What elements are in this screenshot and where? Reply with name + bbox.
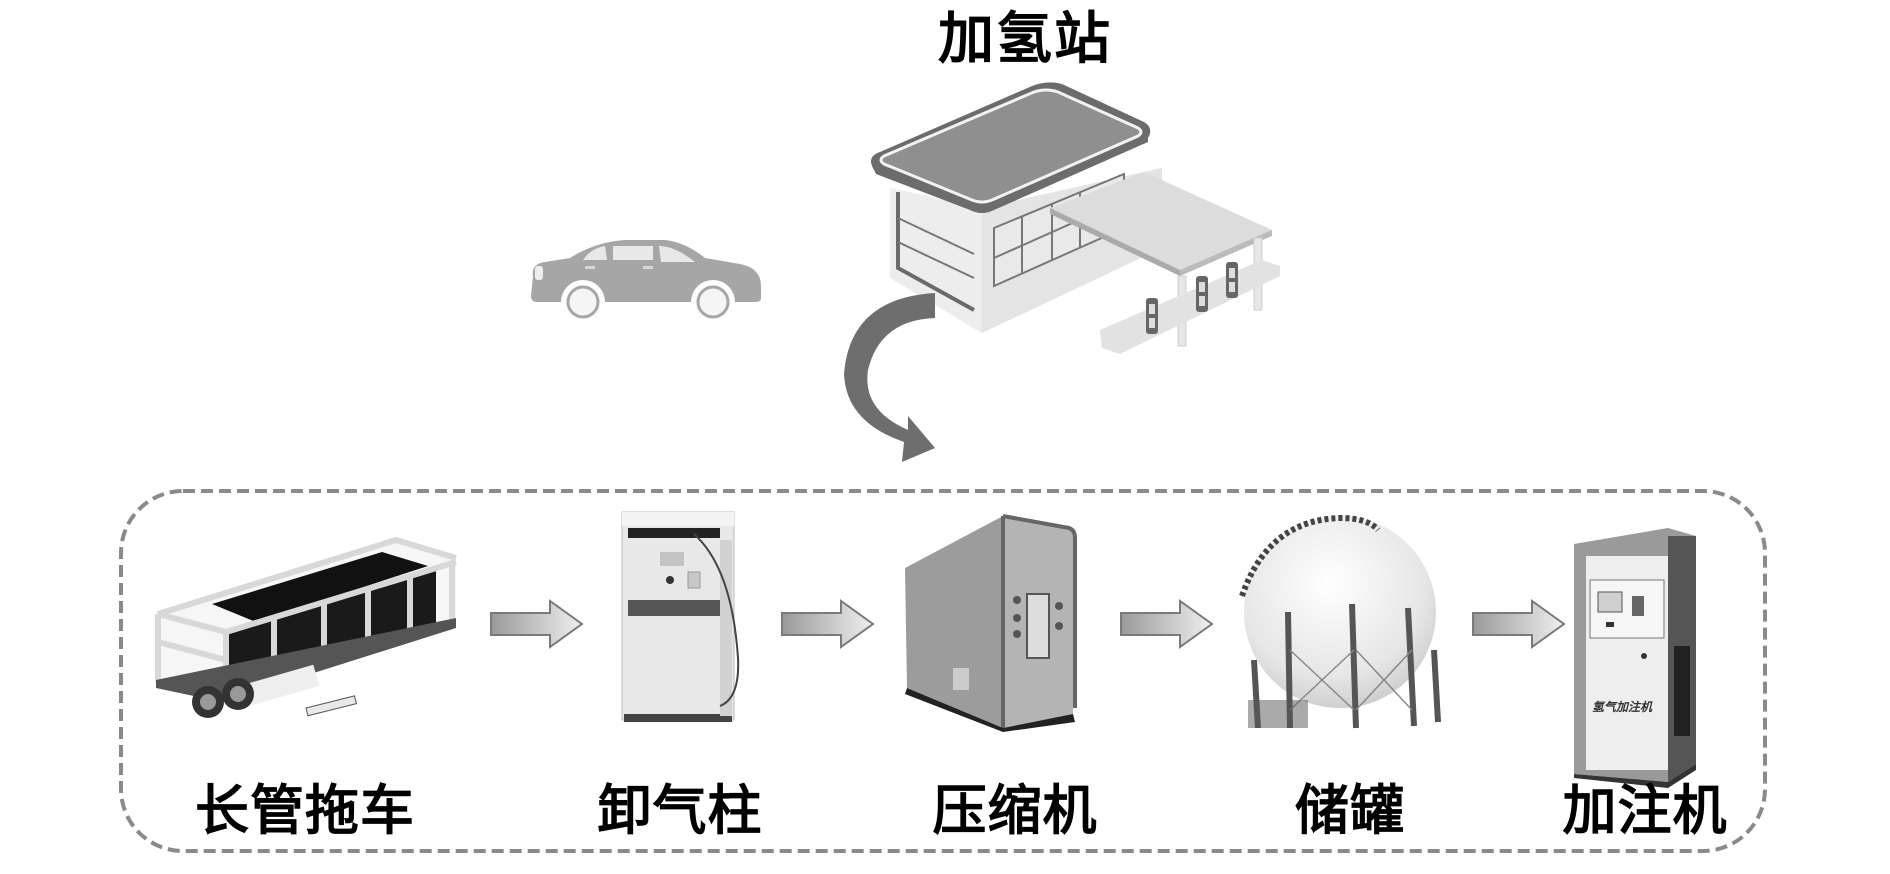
right-arrow-icon <box>1120 599 1214 649</box>
right-arrow-icon <box>781 599 875 649</box>
process-boundary <box>119 489 1767 853</box>
step-label-unloading-post: 卸气柱 <box>597 778 763 842</box>
right-arrow-icon <box>1472 599 1566 649</box>
step-label-dispenser: 加注机 <box>1562 778 1728 842</box>
dispenser-icon: 氢气加注机 <box>1572 526 1720 788</box>
unloading-post-icon <box>621 511 740 722</box>
step-label-storage-tank: 储罐 <box>1295 778 1405 842</box>
curved-arrow-icon <box>844 293 935 462</box>
step-label-tube-trailer: 长管拖车 <box>195 778 415 842</box>
diagram-title: 加氢站 <box>938 6 1112 72</box>
step-label-compressor: 压缩机 <box>932 778 1098 842</box>
car-icon <box>531 240 761 319</box>
hydrogen-station-icon <box>871 82 1280 354</box>
tube-trailer-icon <box>155 536 457 718</box>
dispenser-panel-text: 氢气加注机 <box>1592 700 1653 714</box>
compressor-icon <box>905 514 1077 732</box>
right-arrow-icon <box>490 599 584 649</box>
storage-tank-icon <box>1239 514 1441 729</box>
